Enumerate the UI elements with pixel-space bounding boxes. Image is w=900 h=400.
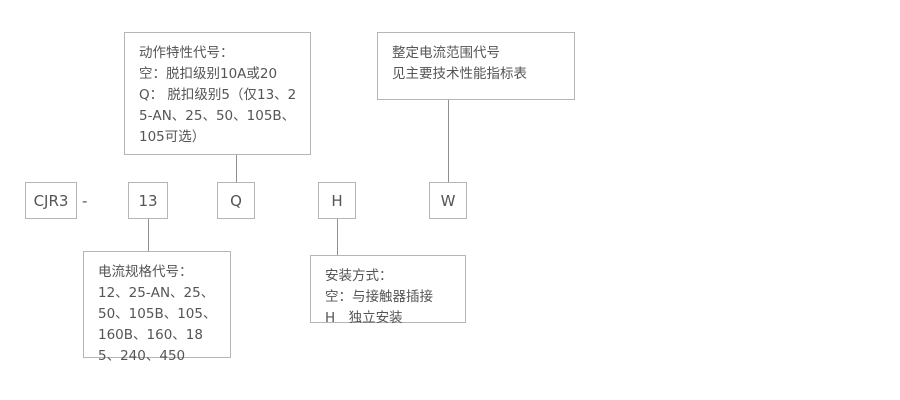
code-box-setting-range[interactable]: W	[429, 182, 467, 219]
connector-current-spec	[148, 219, 149, 251]
code-box-mounting[interactable]: H	[318, 182, 356, 219]
code-box-series[interactable]: CJR3	[25, 182, 77, 219]
code-box-action-characteristic[interactable]: Q	[217, 182, 255, 219]
connector-mounting-method	[337, 219, 338, 255]
callout-mounting-method: 安装方式： 空：与接触器插接 H 独立安装	[310, 255, 466, 326]
callout-setting-current-range: 整定电流范围代号 见主要技术性能指标表	[377, 32, 575, 100]
code-box-current-rating[interactable]: 13	[128, 182, 168, 219]
connector-action-characteristic	[236, 155, 237, 182]
code-separator-dash: -	[82, 192, 88, 210]
connector-setting-range	[448, 100, 449, 182]
callout-action-characteristic: 动作特性代号： 空：脱扣级别10A或20 Q： 脱扣级别5（仅13、25-AN、…	[124, 32, 311, 155]
callout-current-spec: 电流规格代号： 12、25-AN、25、50、105B、105、160B、160…	[83, 251, 231, 364]
